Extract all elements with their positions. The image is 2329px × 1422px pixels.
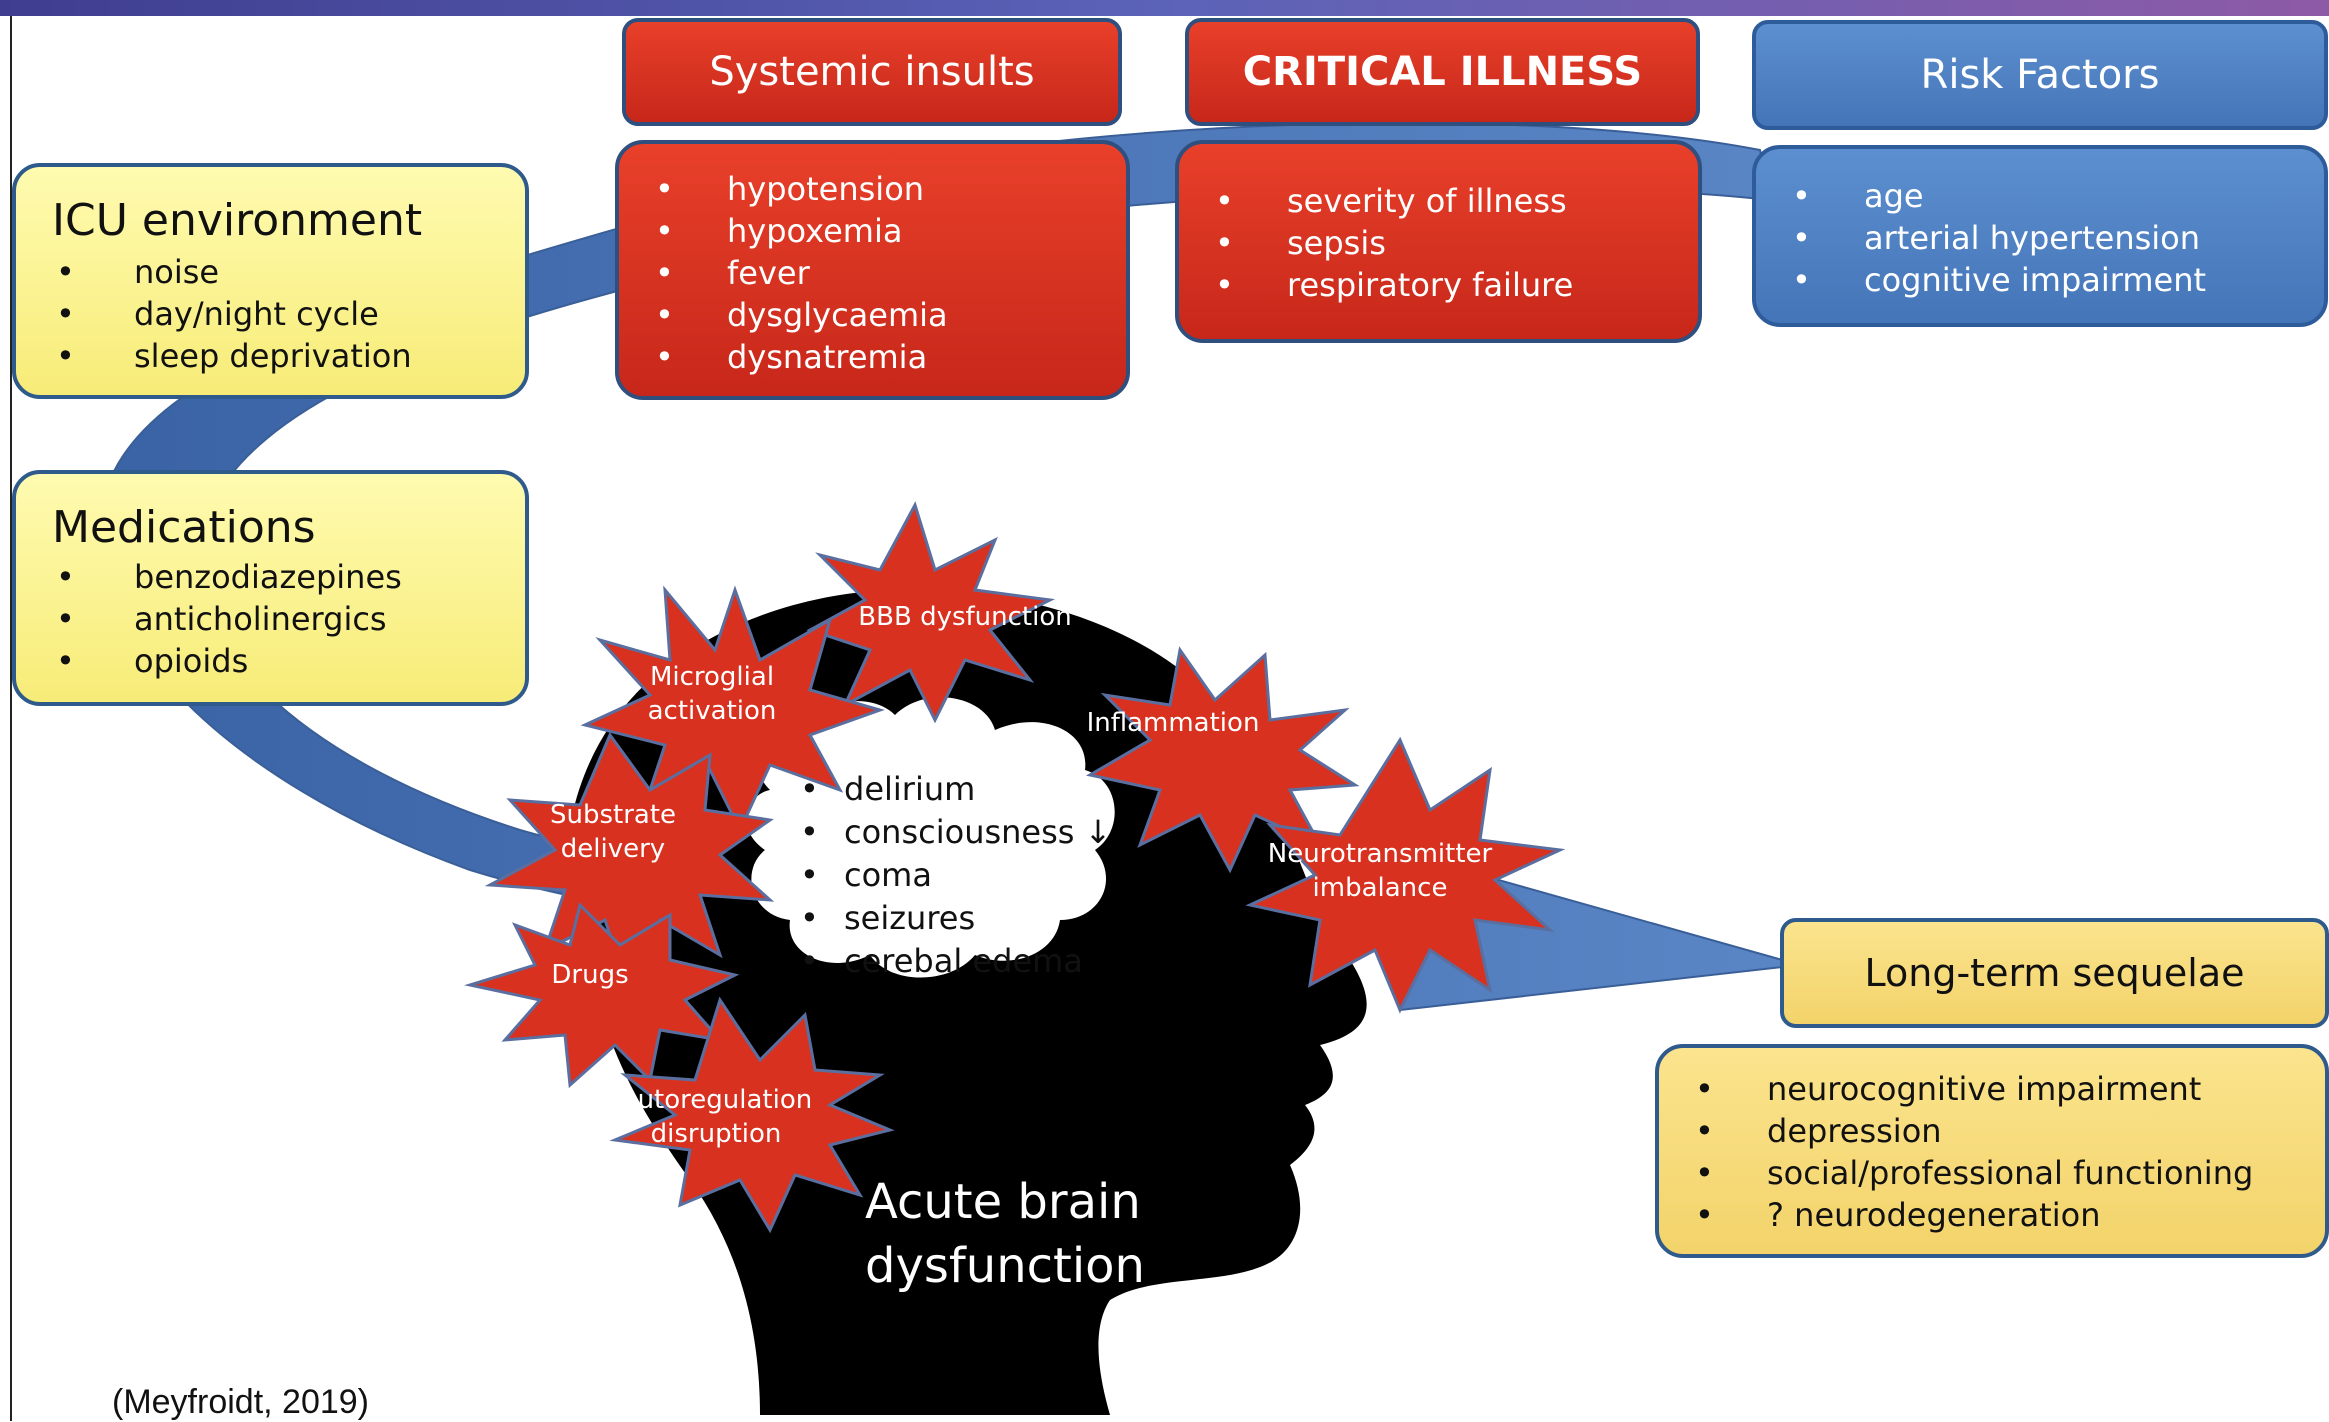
label-line: delivery [560,834,666,864]
list-item: cerebal edema [800,940,1111,983]
list-item: sleep deprivation [56,335,412,377]
list-item: consciousness ↓ [800,811,1111,854]
label-substrate-delivery: Substrate delivery [550,798,676,866]
label-line: disruption [650,1119,782,1149]
label-line: Microglial [649,662,775,692]
systemic-insults-box: hypotension hypoxemia fever dysglycaemia… [615,140,1130,400]
label-line: imbalance [1312,873,1448,903]
label-line: dysfunction [865,1238,1145,1294]
list-item: dysnatremia [655,336,948,378]
list-item: benzodiazepines [56,556,402,598]
icu-environment-title: ICU environment [52,195,423,246]
list-item: seizures [800,897,1111,940]
list-item: social/professional functioning [1695,1152,2253,1194]
list-item: age [1792,175,2206,217]
label-line: Acute brain [865,1174,1141,1230]
icu-environment-list: noise day/night cycle sleep deprivation [56,251,412,377]
critical-illness-box: severity of illness sepsis respiratory f… [1175,140,1702,343]
label-autoregulation-disruption: Autoregulation disruption [620,1083,812,1151]
label-bbb-dysfunction: BBB dysfunction [858,602,1072,632]
label-microglial-activation: Microglial activation [648,660,777,728]
risk-factors-header: Risk Factors [1752,20,2328,130]
starburst-drugs [464,902,740,1089]
list-item: noise [56,251,412,293]
list-item: respiratory failure [1215,264,1573,306]
critical-illness-header: CRITICAL ILLNESS [1185,18,1700,126]
list-item: cognitive impairment [1792,259,2206,301]
list-item: sepsis [1215,222,1573,264]
list-item: day/night cycle [56,293,412,335]
starburst-inflammation [1085,646,1360,874]
list-item: dysglycaemia [655,294,948,336]
systemic-insults-list: hypotension hypoxemia fever dysglycaemia… [655,168,948,378]
icu-environment-box: ICU environment noise day/night cycle sl… [12,163,529,399]
label-inflammation: Inflammation [1086,708,1260,738]
label-line: Substrate [549,800,677,830]
medications-list: benzodiazepines anticholinergics opioids [56,556,402,682]
starburst-autoregulation-disruption [609,996,895,1234]
citation: (Meyfroidt, 2019) [112,1383,369,1421]
list-item: ? neurodegeneration [1695,1194,2253,1236]
top-accent-bar [0,0,2329,16]
label-neurotransmitter-imbalance: Neurotransmitter imbalance [1268,837,1492,905]
list-item: hypotension [655,168,948,210]
list-item: depression [1695,1110,2253,1152]
list-item: severity of illness [1215,180,1573,222]
medications-box: Medications benzodiazepines anticholiner… [12,470,529,706]
list-item: delirium [800,768,1111,811]
starburst-bbb-dysfunction [806,501,1056,724]
long-term-sequelae-box: neurocognitive impairment depression soc… [1655,1044,2329,1258]
critical-illness-list: severity of illness sepsis respiratory f… [1215,180,1573,306]
list-item: opioids [56,640,402,682]
systemic-insults-header: Systemic insults [622,18,1122,126]
label-drugs: Drugs [551,960,629,990]
label-line: Neurotransmitter [1267,839,1493,869]
list-item: hypoxemia [655,210,948,252]
brain-manifestations-list: delirium consciousness ↓ coma seizures c… [800,768,1111,983]
acute-brain-dysfunction-label: Acute brain dysfunction [865,1170,1145,1298]
label-line: Autoregulation [619,1085,813,1115]
list-item: coma [800,854,1111,897]
long-term-sequelae-header: Long-term sequelae [1780,918,2329,1028]
label-line: activation [647,696,777,726]
starburst-neurotransmitter-imbalance [1245,736,1566,1014]
long-term-sequelae-list: neurocognitive impairment depression soc… [1695,1068,2253,1236]
list-item: neurocognitive impairment [1695,1068,2253,1110]
risk-factors-box: age arterial hypertension cognitive impa… [1752,145,2328,327]
list-item: anticholinergics [56,598,402,640]
left-border-line [10,16,12,1421]
list-item: arterial hypertension [1792,217,2206,259]
list-item: fever [655,252,948,294]
medications-title: Medications [52,502,316,553]
risk-factors-list: age arterial hypertension cognitive impa… [1792,175,2206,301]
